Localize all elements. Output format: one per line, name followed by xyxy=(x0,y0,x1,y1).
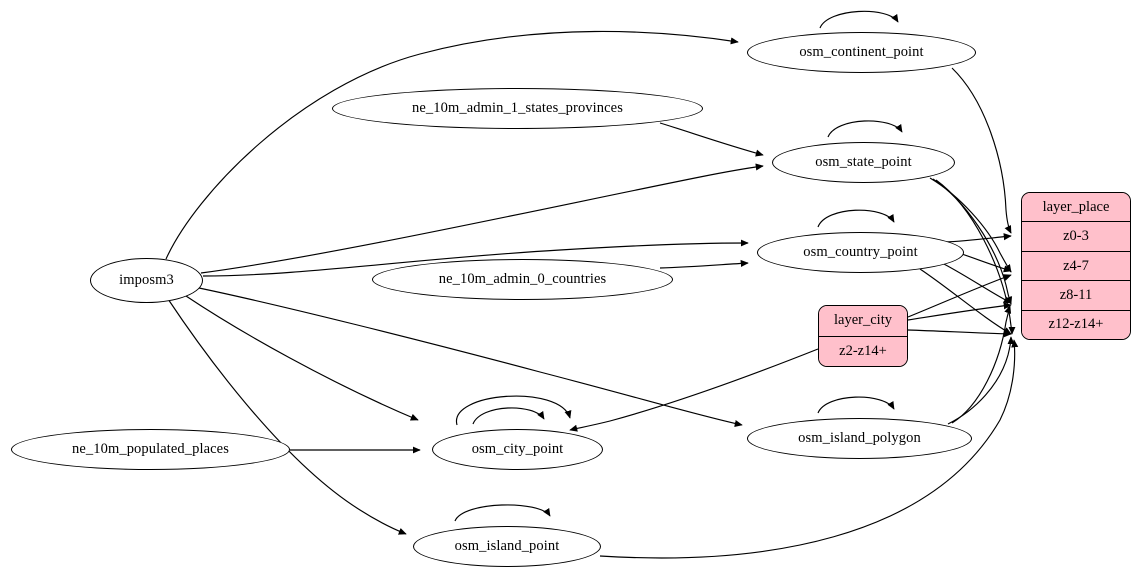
node-ne_10m_populated_places[interactable]: ne_10m_populated_places xyxy=(11,429,290,470)
node-osm_island_polygon[interactable]: osm_island_polygon xyxy=(747,418,972,459)
node-label: osm_country_point xyxy=(803,244,918,260)
edge-osm_country_point-z0-3 xyxy=(943,233,1012,243)
edge-states_provinces-osm_state_point xyxy=(659,122,764,157)
edge-osm_island_polygon-z8-11 xyxy=(951,305,1012,424)
edge-self-osm_country_point xyxy=(817,209,895,228)
record-row-label: z0-3 xyxy=(1063,228,1089,245)
edge-layer_city-z4-7 xyxy=(907,274,1012,318)
node-ne_10m_admin_1_states_provinces[interactable]: ne_10m_admin_1_states_provinces xyxy=(332,88,703,129)
record-row-layer_place-z0-3[interactable]: z0-3 xyxy=(1022,222,1130,252)
record-row-layer_place-z12-z14[interactable]: z12-z14+ xyxy=(1022,310,1130,339)
edge-imposm3-osm_island_polygon xyxy=(198,287,743,427)
node-label: osm_island_polygon xyxy=(798,430,921,446)
edge-imposm3-osm_state_point xyxy=(200,163,764,274)
edge-imposm3-osm_city_point xyxy=(185,295,419,421)
edge-self-osm_state_point xyxy=(827,120,903,138)
node-osm_city_point[interactable]: osm_city_point xyxy=(432,429,603,470)
edge-admin_0_countries-osm_country_point xyxy=(659,259,749,269)
node-label: osm_state_point xyxy=(815,154,912,170)
node-osm_country_point[interactable]: osm_country_point xyxy=(757,232,964,273)
edge-self-osm_city_point xyxy=(472,407,545,425)
edge-osm_island_polygon-z12 xyxy=(947,336,1015,425)
node-osm_continent_point[interactable]: osm_continent_point xyxy=(747,32,976,73)
edge-layer_city-osm_city_point xyxy=(569,348,819,432)
edge-osm_country_point-z4-7 xyxy=(955,251,1012,273)
node-layer_place[interactable]: layer_place z0-3 z4-7 z8-11 z12-z14+ xyxy=(1021,192,1131,340)
record-row-layer_place-z4-7[interactable]: z4-7 xyxy=(1022,251,1130,282)
record-row-layer_city-header[interactable]: layer_city xyxy=(819,306,907,337)
node-label: ne_10m_admin_1_states_provinces xyxy=(412,100,623,116)
node-ne_10m_admin_0_countries[interactable]: ne_10m_admin_0_countries xyxy=(372,259,673,300)
node-osm_state_point[interactable]: osm_state_point xyxy=(772,142,955,183)
edge-imposm3-osm_island_point xyxy=(167,298,407,535)
node-imposm3[interactable]: imposm3 xyxy=(90,258,203,303)
node-layer_city[interactable]: layer_city z2-z14+ xyxy=(818,305,908,367)
edge-outer-loop-osm_city_point xyxy=(456,395,572,426)
node-label: imposm3 xyxy=(119,272,174,288)
edge-layer_city-z8-11 xyxy=(907,302,1012,321)
edge-osm_country_point-z8-11 xyxy=(939,261,1012,304)
edge-layer_city-z12 xyxy=(907,329,1012,338)
edge-self-osm_island_polygon xyxy=(817,396,895,414)
record-row-label: layer_city xyxy=(834,312,892,329)
record-row-label: z2-z14+ xyxy=(839,342,887,359)
record-row-label: z4-7 xyxy=(1063,257,1089,274)
record-row-layer_city-z2-z14[interactable]: z2-z14+ xyxy=(819,336,907,366)
node-label: osm_island_point xyxy=(454,538,560,554)
edge-osm_continent_point-z0-3 xyxy=(951,67,1012,234)
edge-self-osm_island_point xyxy=(454,504,551,522)
node-osm_island_point[interactable]: osm_island_point xyxy=(413,526,601,567)
record-row-layer_place-header[interactable]: layer_place xyxy=(1022,193,1130,223)
node-label: ne_10m_populated_places xyxy=(72,441,229,457)
edge-imposm3-osm_continent_point xyxy=(165,30,739,260)
node-label: ne_10m_admin_0_countries xyxy=(438,271,607,287)
edge-self-osm_continent_point xyxy=(819,10,899,29)
record-row-layer_place-z8-11[interactable]: z8-11 xyxy=(1022,281,1130,311)
record-row-label: layer_place xyxy=(1042,198,1110,215)
record-row-label: z8-11 xyxy=(1059,286,1093,303)
record-row-label: z12-z14+ xyxy=(1048,316,1104,333)
edge-osm_country_point-z12 xyxy=(919,268,1012,335)
node-label: osm_continent_point xyxy=(799,44,924,60)
node-label: osm_city_point xyxy=(471,441,564,457)
